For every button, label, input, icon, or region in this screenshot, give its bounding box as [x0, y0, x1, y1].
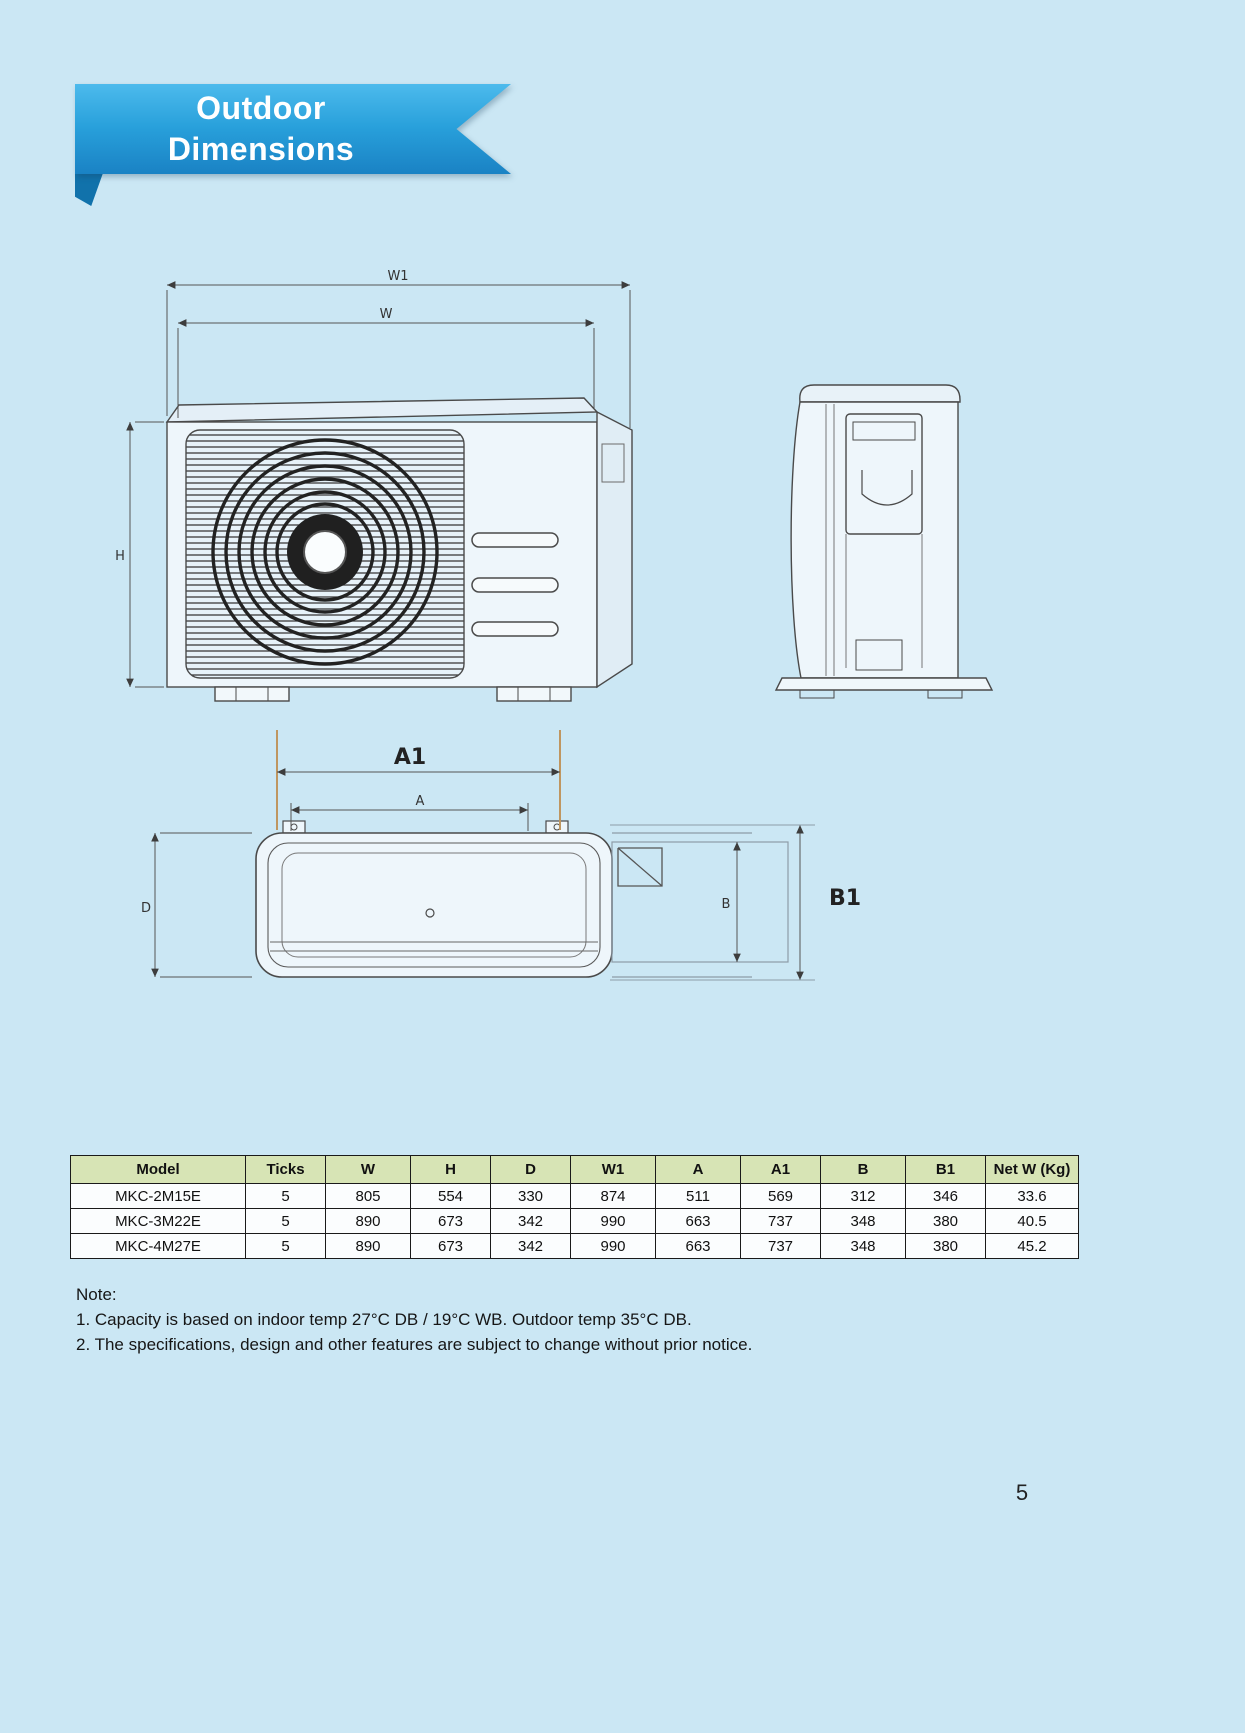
model-cell: MKC-4M27E: [70, 1233, 246, 1259]
value-cell: 380: [905, 1233, 986, 1259]
banner-title-line1: Outdoor: [196, 90, 326, 126]
dim-label-d: D: [141, 901, 151, 916]
bottom-view-drawing: [255, 820, 789, 978]
value-cell: 5: [245, 1183, 326, 1209]
value-cell: 312: [820, 1183, 906, 1209]
column-header: Ticks: [245, 1155, 326, 1184]
value-cell: 33.6: [985, 1183, 1079, 1209]
banner-title-line2: Dimensions: [167, 131, 355, 167]
value-cell: 5: [245, 1233, 326, 1259]
value-cell: 45.2: [985, 1233, 1079, 1259]
page-number: 5: [1015, 1480, 1029, 1505]
dim-label-w1: W1: [387, 269, 408, 284]
value-cell: 569: [740, 1183, 821, 1209]
dim-label-w: W: [380, 307, 393, 322]
value-cell: 874: [570, 1183, 656, 1209]
ghost-side-outline: [611, 832, 789, 978]
value-cell: 380: [905, 1208, 986, 1234]
notes-section: Note: 1. Capacity is based on indoor tem…: [76, 1282, 752, 1357]
front-view-dimensions: [126, 281, 631, 688]
column-header: W1: [570, 1155, 656, 1184]
value-cell: 805: [325, 1183, 411, 1209]
dim-label-a: A: [416, 794, 425, 809]
column-header: W: [325, 1155, 411, 1184]
dim-label-a1: A1: [394, 745, 426, 770]
value-cell: 663: [655, 1233, 741, 1259]
value-cell: 990: [570, 1208, 656, 1234]
column-header: H: [410, 1155, 491, 1184]
value-cell: 990: [570, 1233, 656, 1259]
value-cell: 5: [245, 1208, 326, 1234]
value-cell: 663: [655, 1208, 741, 1234]
value-cell: 511: [655, 1183, 741, 1209]
model-cell: MKC-3M22E: [70, 1208, 246, 1234]
value-cell: 890: [325, 1208, 411, 1234]
side-view-drawing: [774, 384, 994, 699]
column-header: Net W (Kg): [985, 1155, 1079, 1184]
dim-label-b: B: [722, 897, 731, 912]
value-cell: 348: [820, 1233, 906, 1259]
column-header: B1: [905, 1155, 986, 1184]
column-header: D: [490, 1155, 571, 1184]
front-view-drawing: [165, 397, 633, 702]
note-item: 1. Capacity is based on indoor temp 27°C…: [76, 1310, 692, 1329]
column-header: B: [820, 1155, 906, 1184]
value-cell: 737: [740, 1208, 821, 1234]
column-header: A: [655, 1155, 741, 1184]
value-cell: 890: [325, 1233, 411, 1259]
dim-label-h: H: [115, 549, 125, 564]
value-cell: 342: [490, 1233, 571, 1259]
value-cell: 342: [490, 1208, 571, 1234]
fan-grille: [185, 429, 465, 679]
note-item: 2. The specifications, design and other …: [76, 1335, 753, 1354]
notes-label: Note:: [76, 1285, 117, 1304]
column-header: Model: [70, 1155, 246, 1184]
dim-label-b1: B1: [829, 886, 861, 911]
value-cell: 40.5: [985, 1208, 1079, 1234]
banner-ribbon: Outdoor Dimensions: [75, 84, 511, 174]
model-cell: MKC-2M15E: [70, 1183, 246, 1209]
value-cell: 673: [410, 1208, 491, 1234]
banner-fold: [75, 173, 103, 206]
value-cell: 554: [410, 1183, 491, 1209]
value-cell: 346: [905, 1183, 986, 1209]
foot-bracket-detail: [617, 847, 663, 887]
bottom-view-dimensions: [151, 730, 815, 981]
notes-list: 1. Capacity is based on indoor temp 27°C…: [76, 1307, 752, 1357]
column-header: A1: [740, 1155, 821, 1184]
dimension-diagram: W1 W H: [115, 269, 994, 981]
unit-feet: [214, 686, 572, 702]
side-vents: [471, 532, 559, 637]
value-cell: 673: [410, 1233, 491, 1259]
value-cell: 348: [820, 1208, 906, 1234]
value-cell: 330: [490, 1183, 571, 1209]
value-cell: 737: [740, 1233, 821, 1259]
